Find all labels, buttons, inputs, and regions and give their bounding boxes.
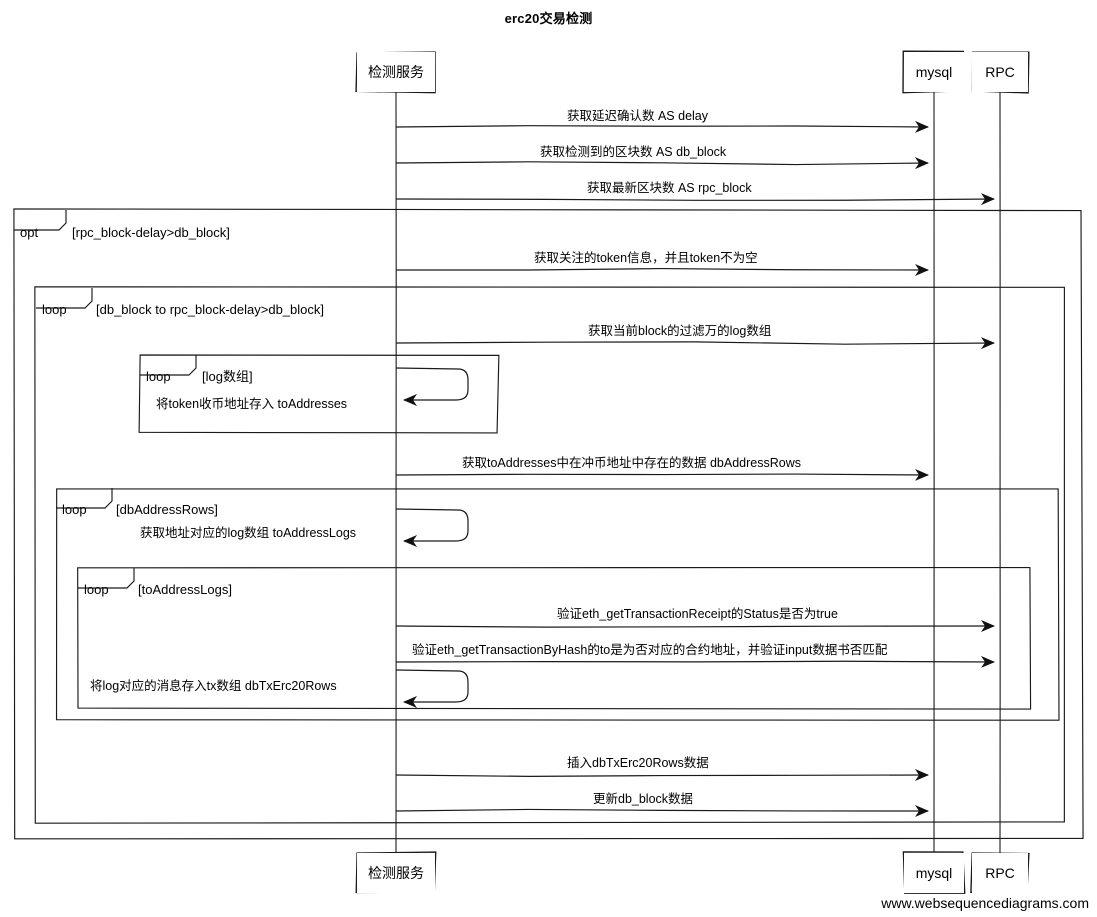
- fragment-operator-opt-1: opt: [20, 225, 39, 240]
- fragment-operator-loop-logs: loop: [146, 369, 171, 384]
- message-label-m4: 获取关注的token信息，并且token不为空: [534, 251, 758, 265]
- fragments-group: [13, 208, 1084, 840]
- fragment-tag-box-loop-blocks: [36, 288, 93, 309]
- messages-group: [395, 120, 995, 817]
- message-label-m5: 获取当前block的过滤万的log数组: [588, 324, 772, 338]
- fragment-border-loop-toaddresslogs: [77, 566, 1032, 710]
- message-arrow-m13: [395, 804, 929, 817]
- message-label-m12: 插入dbTxErc20Rows数据: [567, 756, 709, 770]
- message-arrow-m2: [395, 157, 929, 170]
- message-arrow-m4: [395, 263, 929, 276]
- message-label-m11: 将log对应的消息存入tx数组 dbTxErc20Rows: [90, 679, 337, 693]
- page-title: erc20交易检测: [504, 11, 593, 26]
- message-label-m7: 获取toAddresses中在冲币地址中存在的数据 dbAddressRows: [462, 456, 801, 470]
- fragment-condition-loop-blocks: [db_block to rpc_block-delay>db_block]: [96, 302, 325, 317]
- participant-label-mysql-top: mysql: [904, 52, 964, 92]
- participant-label-rpc-bottom: RPC: [972, 853, 1028, 893]
- fragment-tag-box-loop-logs: [140, 355, 197, 376]
- message-arrow-m3: [395, 193, 995, 206]
- participant-label-service-top: 检测服务: [357, 52, 435, 92]
- message-label-m8: 获取地址对应的log数组 toAddressLogs: [140, 526, 357, 540]
- message-arrow-m5: [395, 337, 995, 350]
- self-message-arrow-m11: [395, 669, 469, 708]
- self-message-arrow-m8: [395, 508, 469, 547]
- message-label-m1: 获取延迟确认数 AS delay: [567, 109, 709, 123]
- fragment-border-loop-logs: [138, 354, 500, 434]
- fragment-tag-box-loop-toaddresslogs: [78, 568, 135, 589]
- fragment-border-opt-1: [13, 208, 1084, 840]
- participant-label-rpc-top: RPC: [972, 52, 1028, 92]
- fragment-operator-loop-blocks: loop: [42, 302, 67, 317]
- message-label-m3: 获取最新区块数 AS rpc_block: [587, 181, 752, 195]
- message-label-m9: 验证eth_getTransactionReceipt的Status是否为tru…: [557, 607, 838, 621]
- fragment-condition-opt-1: [rpc_block-delay>db_block]: [72, 225, 230, 240]
- message-arrow-m1: [395, 120, 929, 133]
- message-arrow-m7: [395, 468, 929, 481]
- self-message-arrow-m6: [395, 367, 469, 406]
- fragment-tag-box-loop-dbaddressrows: [56, 488, 113, 509]
- fragment-operator-loop-dbaddressrows: loop: [62, 502, 87, 517]
- message-label-m13: 更新db_block数据: [593, 792, 694, 806]
- fragment-operator-loop-toaddresslogs: loop: [84, 582, 109, 597]
- participant-label-mysql-bottom: mysql: [904, 853, 964, 893]
- fragment-tag-box-opt-1: [14, 210, 67, 231]
- fragment-condition-loop-logs: [log数组]: [202, 369, 253, 384]
- fragment-condition-loop-dbaddressrows: [dbAddressRows]: [116, 502, 218, 517]
- fragment-condition-loop-toaddresslogs: [toAddressLogs]: [138, 582, 232, 597]
- message-label-m6: 将token收币地址存入 toAddresses: [156, 397, 348, 411]
- message-label-m10: 验证eth_getTransactionByHash的to是为否对应的合约地址，…: [412, 643, 888, 657]
- fragment-border-loop-dbaddressrows: [55, 488, 1060, 721]
- message-label-m2: 获取检测到的区块数 AS db_block: [540, 145, 727, 159]
- message-arrow-m10: [395, 655, 995, 668]
- message-arrow-m9: [395, 620, 995, 633]
- fragment-border-loop-blocks: [34, 286, 1065, 824]
- participant-label-service-bottom: 检测服务: [357, 853, 435, 893]
- watermark-credit: www.websequencediagrams.com: [881, 895, 1089, 911]
- message-arrow-m12: [395, 769, 929, 782]
